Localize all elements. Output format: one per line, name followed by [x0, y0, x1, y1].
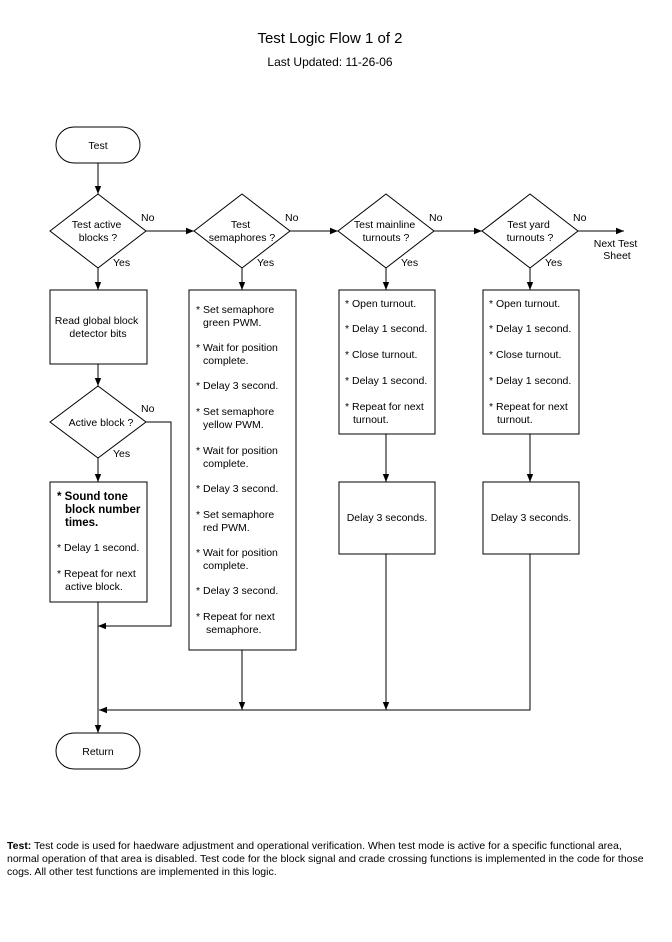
footer-note: Test: Test code is used for haedware adj…: [7, 840, 647, 879]
decision-test-mainline-turnouts: [337, 193, 435, 269]
no-label-mainline: No: [429, 212, 443, 224]
end-label: Return: [82, 746, 114, 758]
process-yard-delay-text: Delay 3 seconds.: [491, 512, 572, 524]
yes-label-semaphores: Yes: [257, 257, 274, 269]
decision-test-yard-turnouts: [481, 193, 579, 269]
arrow-yard-return-path: [99, 554, 531, 714]
no-label-blocks: No: [141, 212, 155, 224]
process-yard-delay: [482, 481, 580, 555]
decision-active-block: [49, 385, 147, 459]
end-terminator: [55, 732, 141, 770]
start-terminator: [55, 126, 141, 164]
process-mainline-delay-text: Delay 3 seconds.: [347, 512, 428, 524]
footer-text: Test code is used for haedware adjustmen…: [7, 840, 644, 878]
next-test-sheet-label: Next Test Sheet: [594, 238, 641, 262]
decision-test-active-blocks: [49, 193, 147, 269]
connectors: [94, 163, 624, 733]
process-mainline-text: * Open turnout. * Delay 1 second. * Clos…: [345, 298, 430, 426]
no-label-active-block: No: [141, 403, 155, 415]
process-mainline-delay: [338, 481, 436, 555]
decision-test-active-blocks-label: Test active blocks ?: [72, 219, 125, 244]
process-semaphore-text: * Set semaphore green PWM. * Wait for po…: [196, 304, 281, 636]
process-yard-text: * Open turnout. * Delay 1 second. * Clos…: [489, 298, 574, 426]
no-label-semaphores: No: [285, 212, 299, 224]
no-label-yard: No: [573, 212, 587, 224]
start-label: Test: [88, 140, 107, 152]
yes-label-blocks: Yes: [113, 257, 130, 269]
process-read-block-detector-bits: [49, 289, 148, 365]
process-sound-tone: [49, 481, 148, 603]
yes-label-active-block: Yes: [113, 448, 130, 460]
process-read-bits-text: Read global block detector bits: [55, 315, 141, 340]
decision-active-block-label: Active block ?: [69, 417, 134, 429]
yes-label-yard: Yes: [545, 257, 562, 269]
flowchart: Test Logic Flow 1 of 2 Last Updated: 11-…: [49, 30, 641, 770]
arrow-active-no-loop: [98, 421, 172, 630]
decision-test-semaphores-label: Test semaphores ?: [209, 219, 276, 244]
decision-test-mainline-label: Test mainline turnouts ?: [354, 219, 418, 244]
page-subtitle: Last Updated: 11-26-06: [267, 55, 393, 69]
yes-label-mainline: Yes: [401, 257, 418, 269]
process-semaphore-sequence: [188, 289, 297, 651]
footer-label: Test:: [7, 840, 32, 852]
process-mainline-turnout-sequence: [338, 289, 436, 435]
decision-test-semaphores: [193, 193, 291, 269]
process-sound-tone-text: * Sound tone block number times. * Delay…: [57, 487, 145, 593]
page-title: Test Logic Flow 1 of 2: [257, 30, 402, 47]
process-yard-turnout-sequence: [482, 289, 580, 435]
decision-test-yard-label: Test yard turnouts ?: [507, 219, 554, 244]
